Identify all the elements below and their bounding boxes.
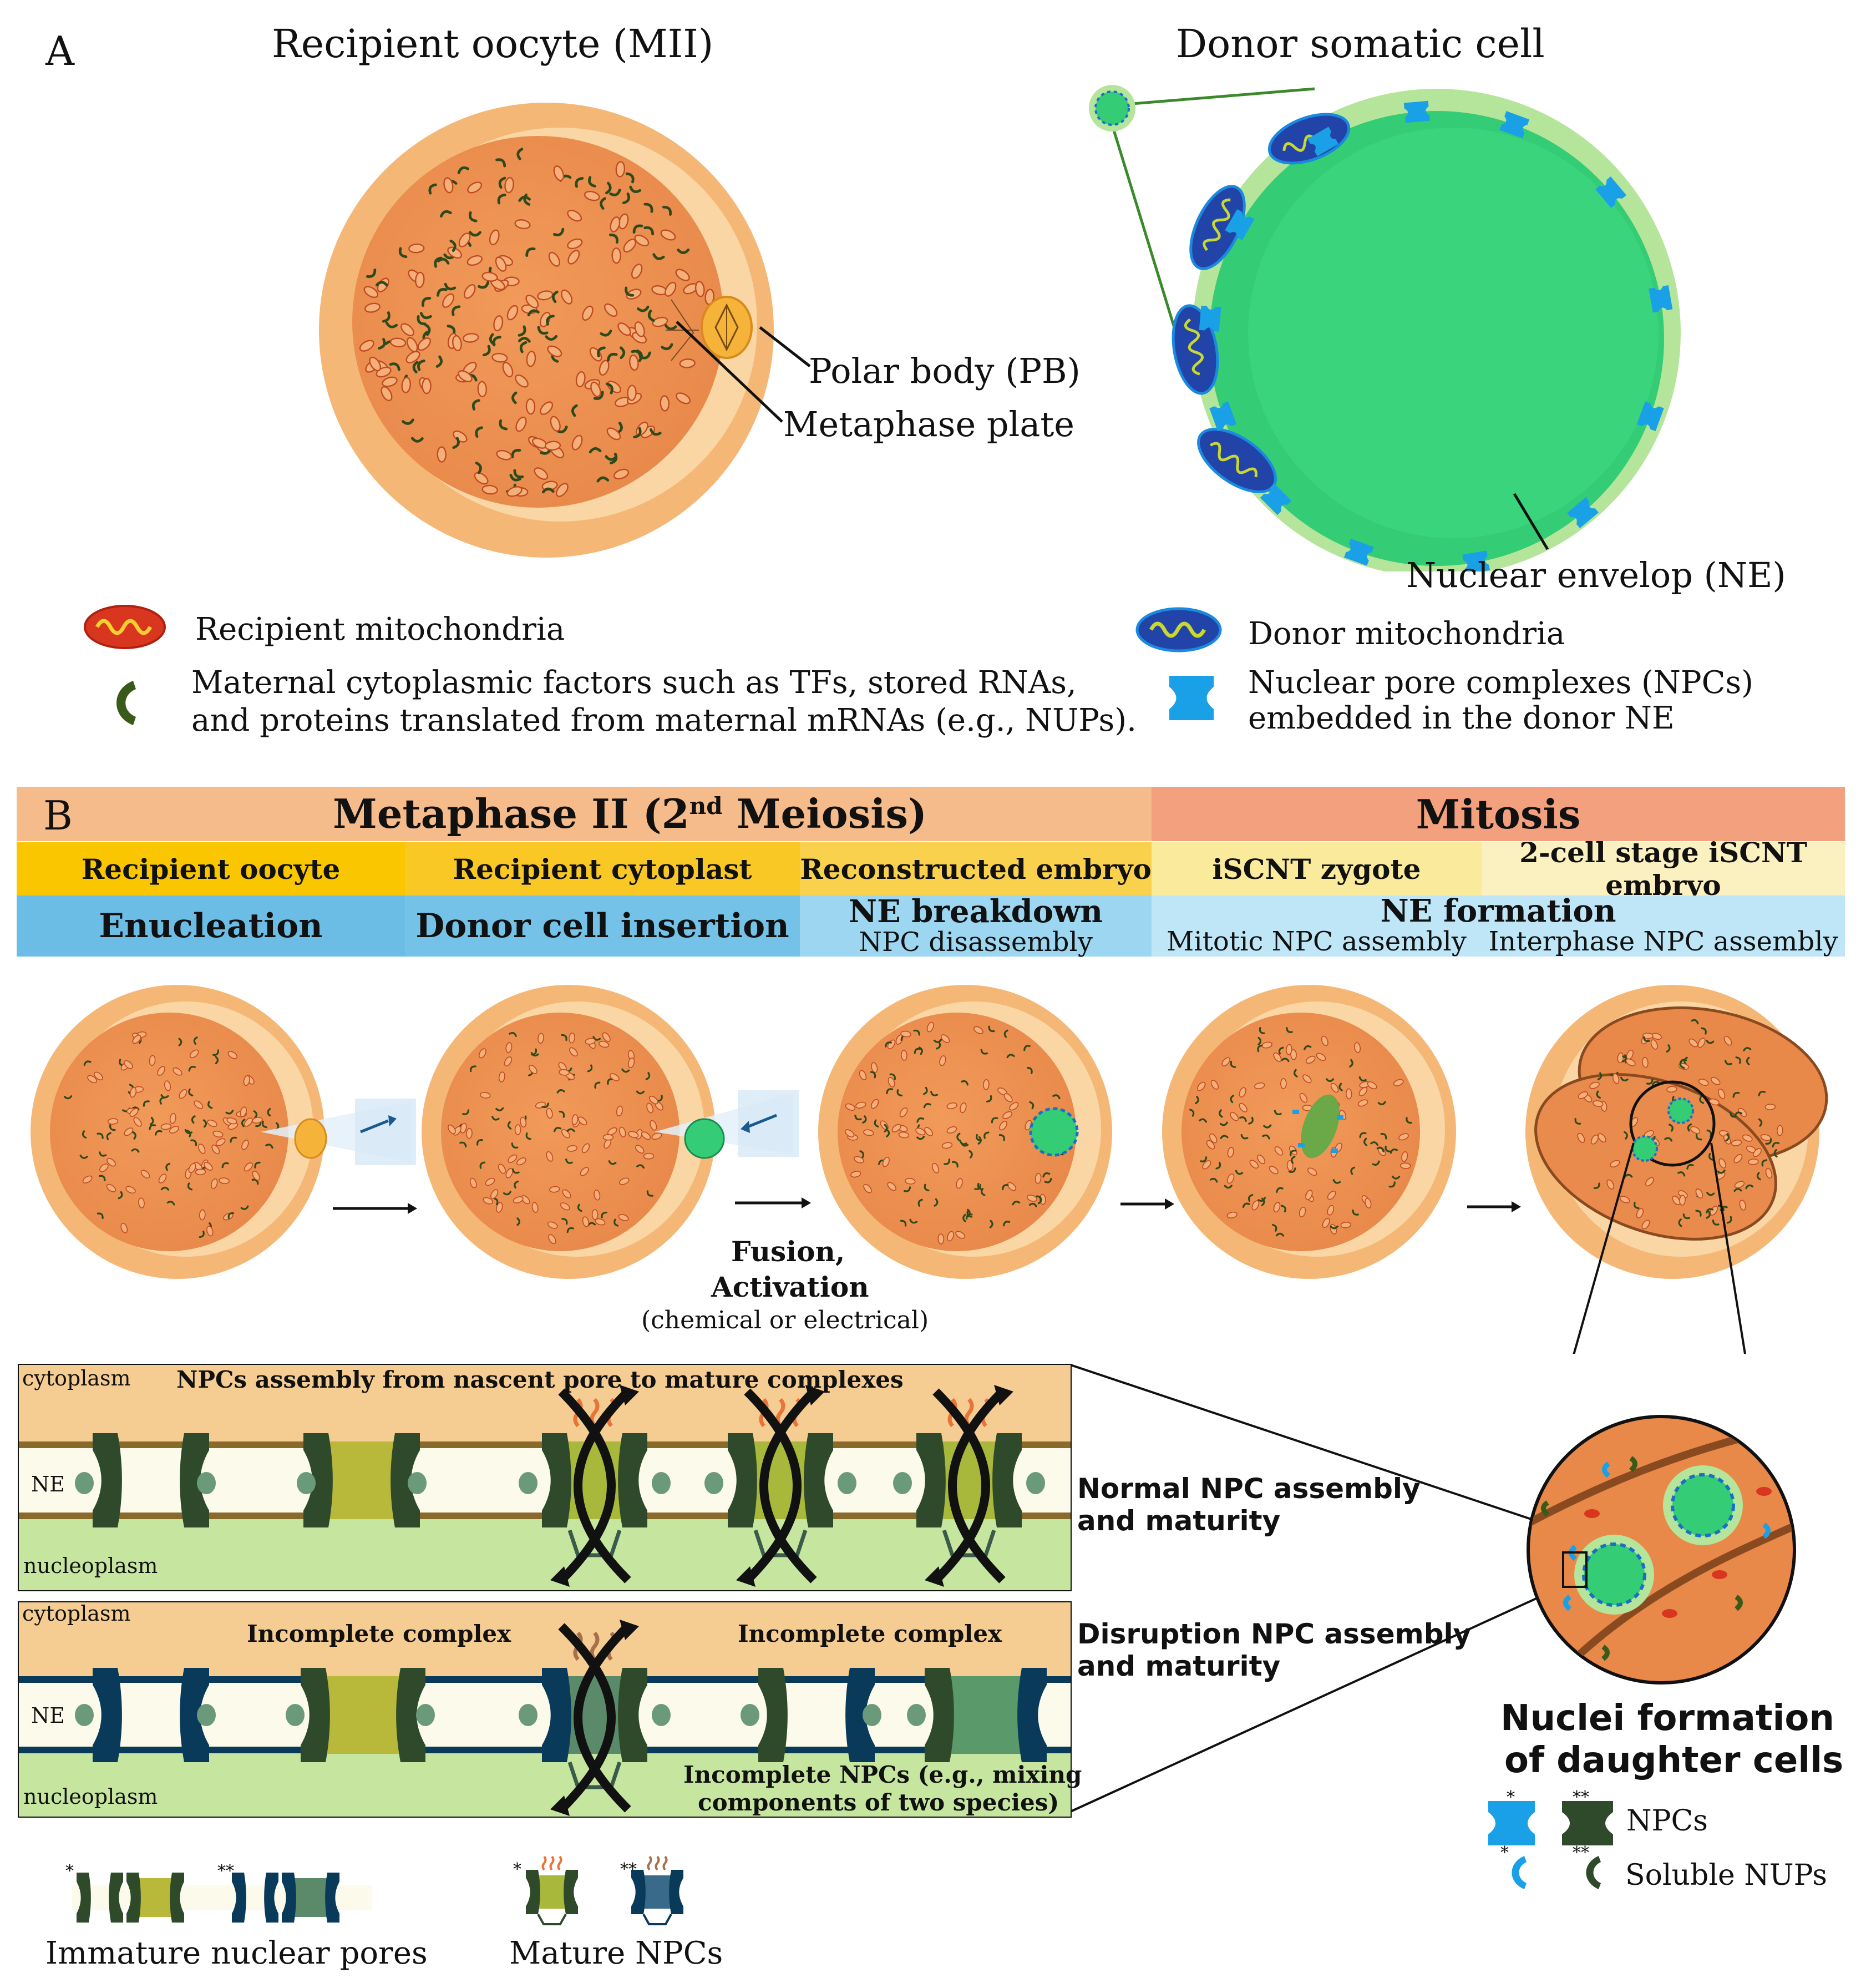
- donor-title: Donor somatic cell: [1176, 21, 1545, 67]
- nuclear-envelope-label: Nuclear envelop (NE): [1406, 555, 1786, 595]
- meiosis-title: Metaphase II (2nd Meiosis): [333, 790, 927, 837]
- stage-2-cell-embryo: 2-cell stage iSCNT embryo: [1482, 836, 1845, 902]
- stage-iscnt-zygote: iSCNT zygote: [1152, 842, 1482, 896]
- interphase-npc-label: Interphase NPC assembly: [1488, 926, 1838, 957]
- box1-cytoplasm: cytoplasm: [22, 1366, 131, 1390]
- legend-mature: Mature NPCs: [509, 1935, 723, 1971]
- oocyte-title: Recipient oocyte (MII): [272, 21, 714, 67]
- fusion-label-3: (chemical or electrical): [641, 1306, 929, 1334]
- legend-npc-2: embedded in the donor NE: [1248, 700, 1675, 736]
- stage-recipient-oocyte: Recipient oocyte: [17, 842, 405, 896]
- legend-npcs: NPCs: [1626, 1804, 1708, 1838]
- legend-immature: Immature nuclear pores: [45, 1935, 428, 1971]
- embryo-donor-insertion: [422, 985, 799, 1279]
- nuclear-pore-complexes: [1199, 100, 1673, 571]
- mitosis-title: Mitosis: [1416, 790, 1581, 838]
- mitosis-header: [1152, 787, 1845, 841]
- box1-nucleoplasm: nucleoplasm: [23, 1554, 158, 1578]
- box2-incomplete-npcs-2: components of two species): [698, 1789, 1059, 1816]
- box2-incomplete-1: Incomplete complex: [247, 1620, 511, 1647]
- npc-disassembly-label: NPC disassembly: [859, 927, 1093, 958]
- npc-box-normal: [18, 1364, 1072, 1591]
- step-ne-breakdown: NE breakdown NPC disassembly: [800, 896, 1152, 957]
- arrow-2: [735, 1197, 811, 1208]
- meiosis-header: [17, 787, 1152, 841]
- normal-label-1: Normal NPC assembly: [1077, 1473, 1421, 1505]
- box1-title: NPCs assembly from nascent pore to matur…: [176, 1366, 904, 1393]
- metaphase-plate: [666, 299, 699, 361]
- box2-cytoplasm: cytoplasm: [22, 1601, 131, 1626]
- maternal-factor-icon: [116, 681, 136, 725]
- step-ne-formation: [1152, 896, 1845, 957]
- stage-reconstructed-embryo: Reconstructed embryo: [800, 842, 1152, 896]
- legend-maternal-factors-1: Maternal cytoplasmic factors such as TFs…: [191, 665, 1077, 701]
- stage-recipient-cytoplast: Recipient cytoplast: [405, 842, 800, 896]
- legend-donor-mito: Donor mitochondria: [1248, 616, 1565, 652]
- legend-star-blue-nup: *: [1500, 1843, 1509, 1863]
- legend-recipient-mito: Recipient mitochondria: [195, 611, 565, 648]
- oocyte-leader-lines: [676, 321, 811, 423]
- nuclei-formation-1: Nuclei formation: [1500, 1698, 1834, 1739]
- step-enucleation: Enucleation: [17, 896, 405, 957]
- fusion-label-2: Activation: [711, 1271, 869, 1303]
- legend-star-immature-2: **: [217, 1861, 234, 1881]
- recipient-mitochondria-icon: [84, 605, 166, 649]
- legend-star-immature-1: *: [65, 1861, 74, 1881]
- cytoplasmic-contents: [359, 148, 718, 497]
- legend-star-dark-nup: **: [1573, 1843, 1589, 1863]
- disrupt-label-1: Disruption NPC assembly: [1077, 1618, 1472, 1650]
- embryo-enucleation: [31, 985, 416, 1279]
- magnified-nuclei-view: [1527, 1415, 1796, 1685]
- embryo-2-cell: [1525, 985, 1828, 1279]
- blue-npc-icon: [1488, 1801, 1535, 1845]
- npc-legend-icon: [1169, 676, 1214, 720]
- mitotic-npc-label: Mitotic NPC assembly: [1167, 926, 1467, 957]
- embryo-reconstructed: [818, 985, 1112, 1279]
- disrupt-label-2: and maturity: [1077, 1650, 1281, 1682]
- arrow-1: [333, 1203, 417, 1214]
- panel-b-letter: B: [43, 792, 73, 839]
- ne-breakdown-label: NE breakdown: [848, 893, 1103, 930]
- normal-label-2: and maturity: [1077, 1505, 1281, 1537]
- box2-ne: NE: [31, 1703, 65, 1728]
- embryo-iscnt-zygote: [1162, 985, 1456, 1279]
- panel-a-letter: A: [45, 28, 74, 74]
- immature-pores-icon: [72, 1873, 372, 1923]
- magnify-leader-lines: [1071, 1364, 1593, 1813]
- legend-npc-1: Nuclear pore complexes (NPCs): [1248, 665, 1754, 701]
- nuclei-formation-2: of daughter cells: [1504, 1740, 1844, 1781]
- box2-incomplete-npcs-1: Incomplete NPCs (e.g., mixing: [683, 1761, 1082, 1788]
- embryo-sequence: [31, 985, 1828, 1354]
- blue-soluble-nup-icon: [1512, 1856, 1527, 1889]
- arrow-4: [1467, 1201, 1521, 1212]
- ne-formation-label: NE formation: [1380, 893, 1616, 929]
- recipient-oocyte-illustration: [319, 103, 774, 558]
- donor-mitochondria-icon: [1135, 607, 1222, 652]
- polar-body-label: Polar body (PB): [809, 351, 1081, 391]
- box1-ne: NE: [31, 1472, 65, 1496]
- arrow-3: [1120, 1198, 1174, 1210]
- fusion-label-1: Fusion,: [731, 1235, 845, 1268]
- step-donor-insertion: Donor cell insertion: [405, 896, 800, 957]
- donor-somatic-cell-illustration: [1089, 85, 1681, 571]
- dark-npc-icon: [1562, 1801, 1613, 1845]
- box2-incomplete-2: Incomplete complex: [738, 1620, 1002, 1647]
- metaphase-plate-label: Metaphase plate: [783, 404, 1074, 444]
- legend-soluble-nups: Soluble NUPs: [1625, 1859, 1827, 1892]
- legend-maternal-factors-2: and proteins translated from maternal mR…: [191, 702, 1137, 738]
- mature-npcs-icon: [526, 1855, 683, 1925]
- legend-star-mature-1: *: [513, 1860, 521, 1879]
- dark-soluble-nup-icon: [1586, 1856, 1601, 1889]
- npc-box-disrupted: [18, 1601, 1072, 1818]
- box2-nucleoplasm: nucleoplasm: [23, 1784, 158, 1809]
